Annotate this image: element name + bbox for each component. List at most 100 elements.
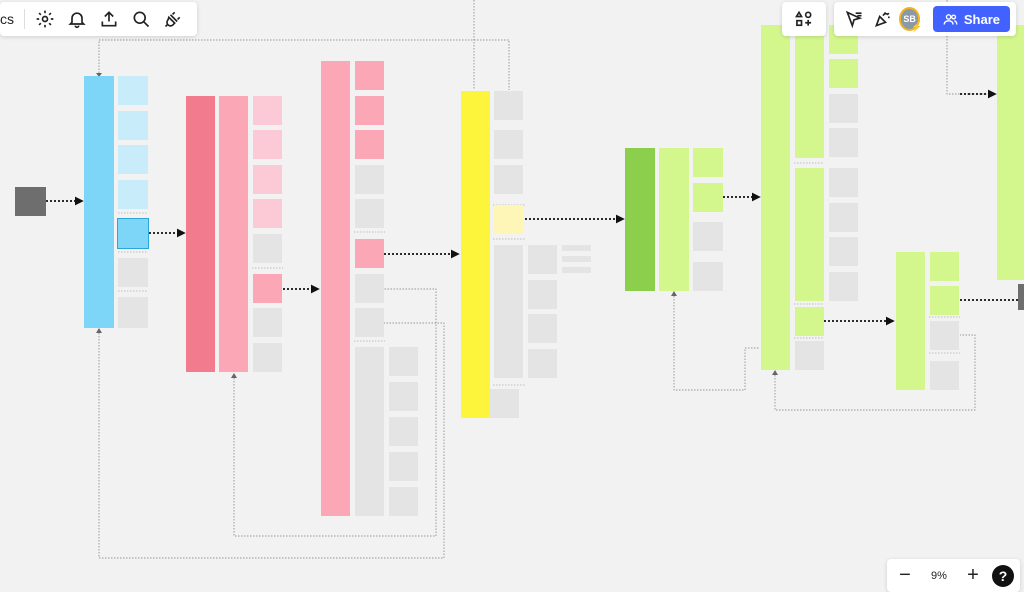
gray-note-26[interactable] [829, 94, 858, 123]
bell-icon [68, 12, 86, 29]
lime-column-3[interactable] [795, 25, 824, 158]
upload-icon [101, 11, 117, 27]
rose-column[interactable] [186, 96, 215, 372]
lime-column-1[interactable] [659, 148, 689, 291]
green-column[interactable] [625, 148, 655, 291]
gray-note-31[interactable] [829, 272, 858, 301]
celebrate-button[interactable] [870, 3, 898, 35]
gray-column-2[interactable] [494, 245, 523, 378]
lime-note-3[interactable] [795, 307, 824, 336]
user-avatar[interactable]: SB ⚡ [899, 7, 922, 32]
gray-note-10[interactable] [389, 347, 418, 376]
lime-note-1[interactable] [693, 148, 723, 177]
share-button[interactable]: Share [932, 6, 1011, 32]
integrations-button[interactable] [157, 3, 189, 35]
lime-note-2[interactable] [693, 183, 723, 212]
gray-note-20[interactable] [528, 280, 557, 309]
gray-note-2[interactable] [118, 297, 148, 328]
blue-note-2[interactable] [118, 111, 148, 140]
gray-note-33[interactable] [930, 361, 959, 390]
gray-note-4[interactable] [253, 308, 282, 337]
lime-note-5[interactable] [829, 59, 858, 88]
gray-note-21[interactable] [528, 314, 557, 343]
gray-note-23[interactable] [693, 222, 723, 251]
zoom-toolbar: − 9% + ? [887, 559, 1020, 592]
lime-column-6[interactable] [997, 25, 1024, 280]
gray-note-7[interactable] [355, 199, 384, 228]
gray-note-22[interactable] [528, 349, 557, 378]
paleyellow-note[interactable] [494, 205, 523, 234]
toolbar-divider [24, 9, 25, 29]
gray-note-15[interactable] [494, 91, 523, 120]
pink-note-1[interactable] [253, 274, 282, 303]
pink-column-2[interactable] [321, 61, 350, 516]
zoom-out-button[interactable]: − [899, 564, 911, 586]
gray-note-5[interactable] [253, 343, 282, 372]
blue-note-4[interactable] [118, 180, 148, 209]
gray-note-25[interactable] [795, 341, 824, 370]
gray-note-14[interactable] [389, 487, 418, 516]
shapes-plus-icon [795, 10, 812, 27]
lightpink-note-4[interactable] [253, 199, 282, 228]
notifications-button[interactable] [61, 3, 93, 35]
zoom-level[interactable]: 9% [931, 569, 947, 582]
gray-note-28[interactable] [829, 168, 858, 197]
board-title[interactable]: cs [0, 11, 14, 27]
gray-note-13[interactable] [389, 452, 418, 481]
shapes-button[interactable] [788, 3, 820, 35]
lime-note-6[interactable] [930, 252, 959, 281]
gray-note-19[interactable] [528, 245, 557, 274]
gray-note-3[interactable] [253, 234, 282, 263]
yellow-column[interactable] [461, 91, 490, 418]
gray-note-29[interactable] [829, 203, 858, 232]
gray-column-1[interactable] [355, 347, 384, 516]
gray-note-27[interactable] [829, 128, 858, 157]
lime-column-4[interactable] [795, 168, 824, 301]
party-popper-icon [875, 11, 890, 28]
pink-note-2[interactable] [355, 61, 384, 90]
gray-note-16[interactable] [494, 130, 523, 159]
cursor-filter-button[interactable] [840, 3, 868, 35]
gray-note-8[interactable] [355, 274, 384, 303]
lime-column-5[interactable] [896, 252, 925, 390]
start-node[interactable] [15, 187, 46, 216]
shapes-toolbar [782, 2, 826, 36]
gray-mini-note-3[interactable] [562, 267, 591, 273]
blue-column-main[interactable] [84, 76, 114, 328]
plug-icon [164, 11, 181, 28]
search-button[interactable] [125, 3, 157, 35]
blue-note-1[interactable] [118, 76, 148, 105]
lightpink-note-2[interactable] [253, 130, 282, 159]
lime-note-7[interactable] [930, 286, 959, 315]
lightpink-note-1[interactable] [253, 96, 282, 125]
gray-note-24[interactable] [693, 262, 723, 291]
lightpink-note-3[interactable] [253, 165, 282, 194]
gear-icon [36, 10, 54, 28]
gray-note-1[interactable] [118, 258, 148, 287]
gray-note-12[interactable] [389, 417, 418, 446]
export-button[interactable] [93, 3, 125, 35]
gray-note-9[interactable] [355, 308, 384, 337]
gray-mini-note-1[interactable] [562, 245, 591, 251]
settings-button[interactable] [29, 3, 61, 35]
lime-column-2[interactable] [761, 25, 790, 370]
pink-note-4[interactable] [355, 130, 384, 159]
gray-note-11[interactable] [389, 382, 418, 411]
pink-column-1[interactable] [219, 96, 248, 372]
cursor-filter-icon [845, 10, 862, 29]
partial-dark-node[interactable] [1018, 284, 1024, 310]
gray-mini-note-2[interactable] [562, 256, 591, 262]
pink-note-3[interactable] [355, 96, 384, 125]
zoom-in-button[interactable]: + [967, 564, 979, 586]
help-button[interactable]: ? [992, 564, 1014, 587]
gray-note-18[interactable] [490, 389, 519, 418]
top-left-toolbar: cs [0, 2, 197, 36]
gray-note-30[interactable] [829, 237, 858, 266]
blue-note-3[interactable] [118, 145, 148, 174]
gray-note-6[interactable] [355, 165, 384, 194]
gray-note-17[interactable] [494, 165, 523, 194]
pink-note-5[interactable] [355, 239, 384, 268]
gray-note-32[interactable] [930, 321, 959, 350]
blue-note-selected[interactable] [117, 218, 149, 249]
